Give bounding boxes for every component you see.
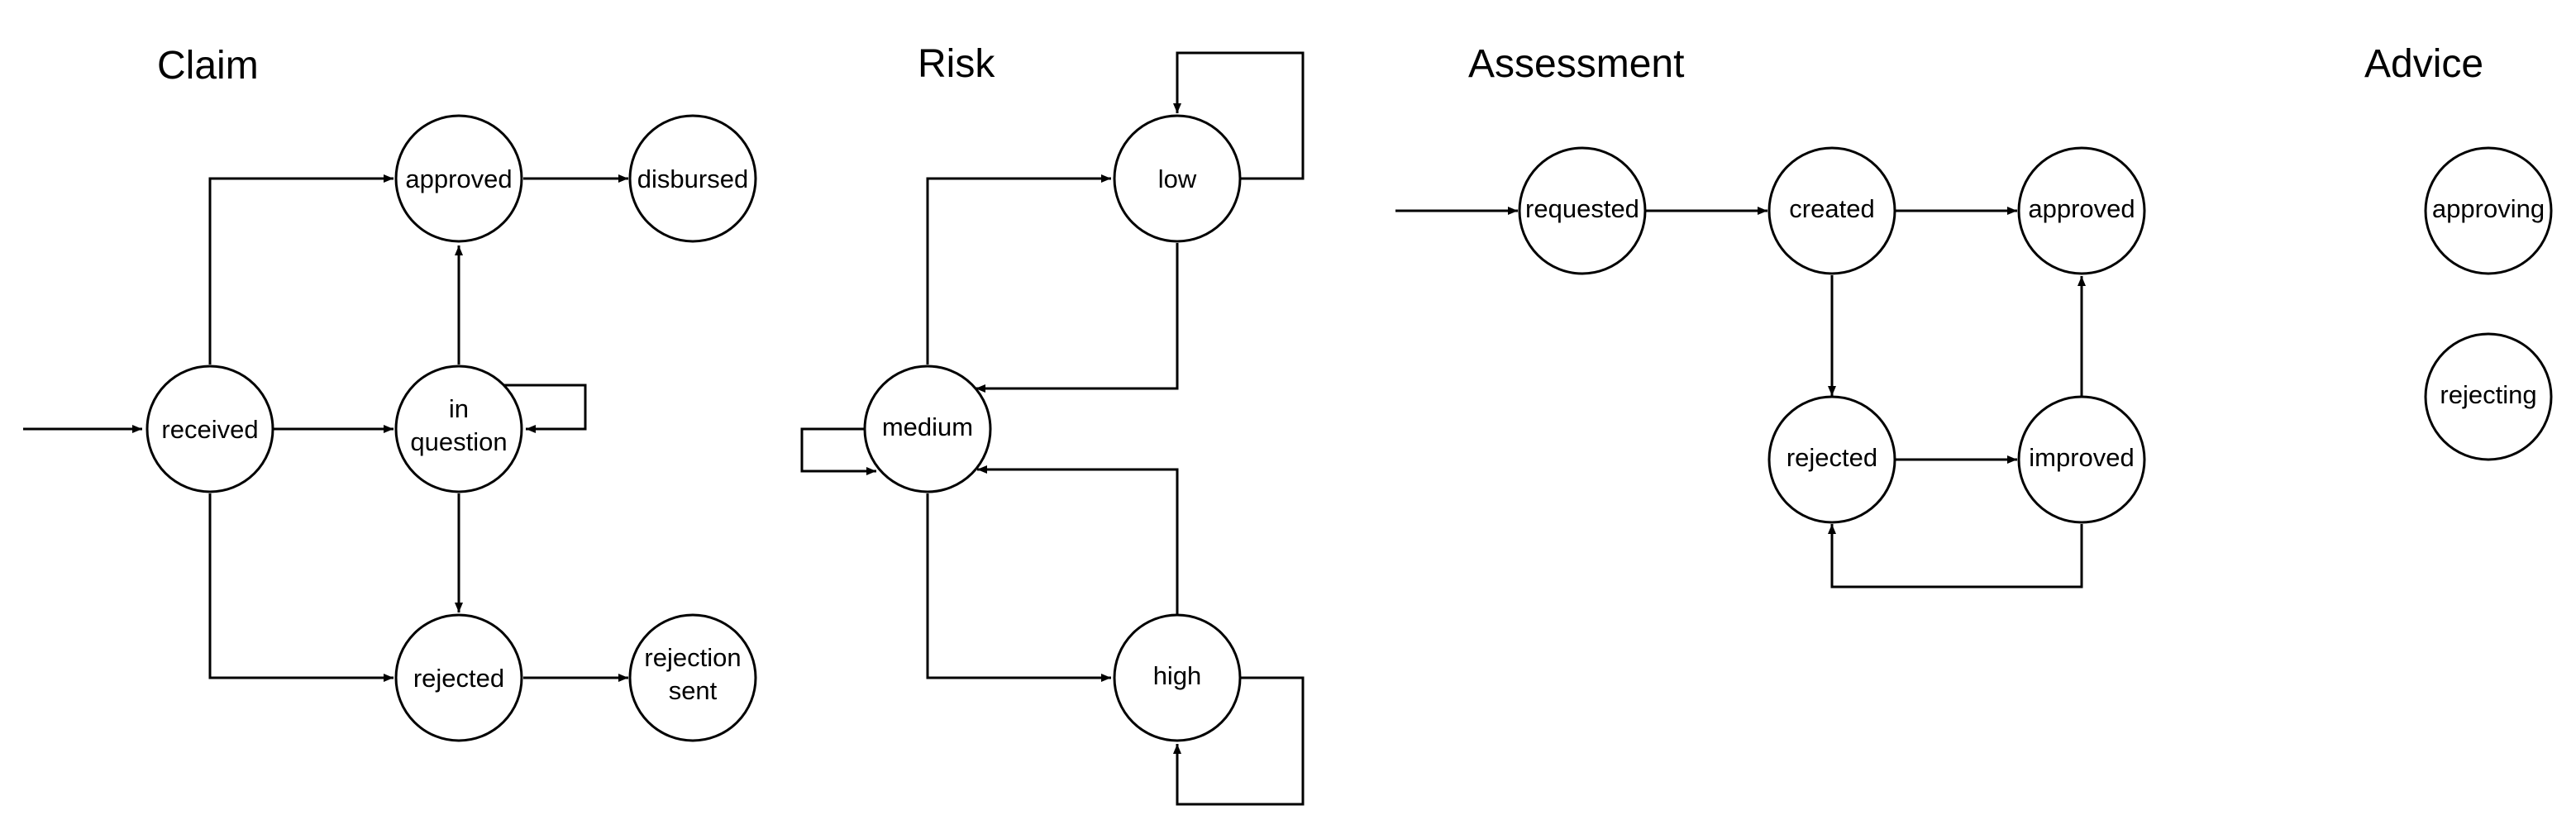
state-low-circle [1113, 114, 1242, 243]
assessment-edges [1395, 207, 2086, 589]
assessment-edge-improved-rejected [1828, 524, 2083, 589]
state-high-circle [1113, 613, 1242, 742]
state-in-question-label-line1: in [449, 394, 469, 423]
state-rejecting: rejecting [2424, 332, 2553, 461]
state-received-label: received [161, 415, 258, 444]
state-claim-rejected: rejected [394, 613, 523, 742]
state-claim-approved-label: approved [405, 164, 512, 193]
risk-edge-high-medium [977, 465, 1179, 615]
risk-edge-low-self-loop [1173, 51, 1305, 180]
state-assessment-approved: approved [2017, 146, 2146, 275]
state-rejecting-circle [2424, 332, 2553, 461]
state-rejecting-label: rejecting [2440, 380, 2536, 409]
risk-edge-medium-low [926, 174, 1111, 365]
state-claim-rejected-circle [394, 613, 523, 742]
claim-edge-received-rejected [208, 493, 394, 682]
risk-edge-low-medium [976, 243, 1179, 393]
state-claim-approved-circle [394, 114, 523, 243]
advice-title: Advice [2364, 42, 2483, 86]
state-created-circle [1767, 146, 1896, 275]
state-assessment-rejected: rejected [1767, 395, 1896, 524]
assessment-title: Assessment [1468, 42, 1684, 86]
state-assessment-rejected-label: rejected [1787, 443, 1877, 472]
state-approving-label: approving [2432, 194, 2545, 223]
state-high-label: high [1153, 661, 1202, 690]
state-requested-circle [1518, 146, 1647, 275]
state-received: received [145, 365, 274, 493]
state-disbursed-circle [628, 114, 757, 243]
state-approving-circle [2424, 146, 2553, 275]
risk-edge-medium-high [926, 493, 1111, 682]
state-improved-label: improved [2029, 443, 2135, 472]
state-medium-circle [863, 365, 992, 493]
state-requested-label: requested [1525, 194, 1639, 223]
state-improved: improved [2017, 395, 2146, 524]
risk-edge-high-self-loop [1173, 676, 1305, 806]
state-rejection-sent-circle [628, 613, 757, 742]
state-high: high [1113, 613, 1242, 742]
state-improved-circle [2017, 395, 2146, 524]
claim-edge-in-question-self-loop [503, 384, 587, 433]
claim-edges [23, 174, 628, 682]
state-assessment-rejected-circle [1767, 395, 1896, 524]
state-in-question-circle [394, 365, 523, 493]
state-disbursed: disbursed [628, 114, 757, 243]
state-low-label: low [1158, 164, 1197, 193]
state-created: created [1767, 146, 1896, 275]
claim-title: Claim [157, 44, 259, 88]
risk-edge-medium-self-loop [800, 427, 876, 475]
state-rejection-sent: rejection sent [628, 613, 757, 742]
state-medium: medium [863, 365, 992, 493]
state-assessment-approved-label: approved [2028, 194, 2135, 223]
state-assessment-approved-circle [2017, 146, 2146, 275]
state-claim-approved: approved [394, 114, 523, 243]
state-approving: approving [2424, 146, 2553, 275]
state-in-question-label-line2: question [410, 427, 507, 456]
state-medium-label: medium [882, 412, 973, 441]
state-low: low [1113, 114, 1242, 243]
state-claim-rejected-label: rejected [413, 664, 504, 693]
risk-title: Risk [918, 42, 995, 86]
state-requested: requested [1518, 146, 1647, 275]
state-in-question: in question [394, 365, 523, 493]
claim-edge-received-approved [208, 174, 394, 365]
risk-edges [800, 51, 1305, 806]
state-created-label: created [1789, 194, 1874, 223]
state-received-circle [145, 365, 274, 493]
state-rejection-sent-label-line1: rejection [644, 643, 741, 672]
state-disbursed-label: disbursed [637, 164, 748, 193]
state-rejection-sent-label-line2: sent [669, 676, 718, 705]
